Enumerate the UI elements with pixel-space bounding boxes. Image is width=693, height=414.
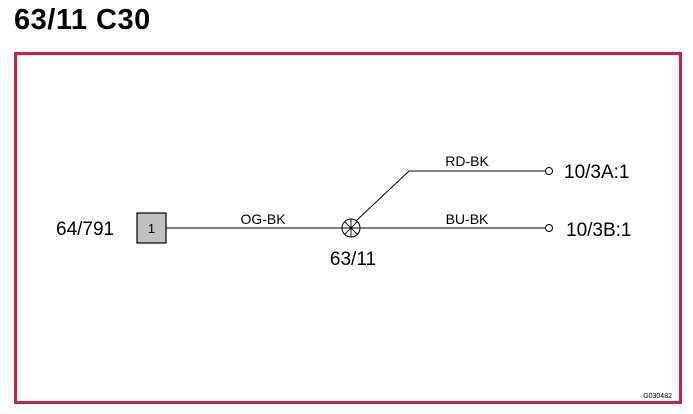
terminal-upper-icon bbox=[545, 167, 553, 175]
splice-label: 63/11 bbox=[330, 249, 376, 270]
source-connector-label: 64/791 bbox=[56, 219, 114, 240]
connector-pin-label: 1 bbox=[148, 221, 155, 236]
wire-input-label: OG-BK bbox=[240, 211, 286, 227]
diagram-frame bbox=[14, 52, 682, 404]
terminal-upper-label: 10/3A:1 bbox=[564, 162, 630, 183]
wire-branch-lower-label: BU-BK bbox=[446, 211, 489, 227]
page-title: 63/11 C30 bbox=[14, 4, 151, 36]
connector-box bbox=[136, 212, 167, 244]
wire-branch-upper-label: RD-BK bbox=[445, 153, 489, 169]
reference-code: G030482 bbox=[643, 393, 672, 400]
terminal-lower-icon bbox=[545, 224, 553, 232]
splice-circle-cross-icon bbox=[341, 218, 361, 238]
wire-branch-upper bbox=[355, 170, 545, 222]
terminal-lower-label: 10/3B:1 bbox=[566, 220, 632, 241]
